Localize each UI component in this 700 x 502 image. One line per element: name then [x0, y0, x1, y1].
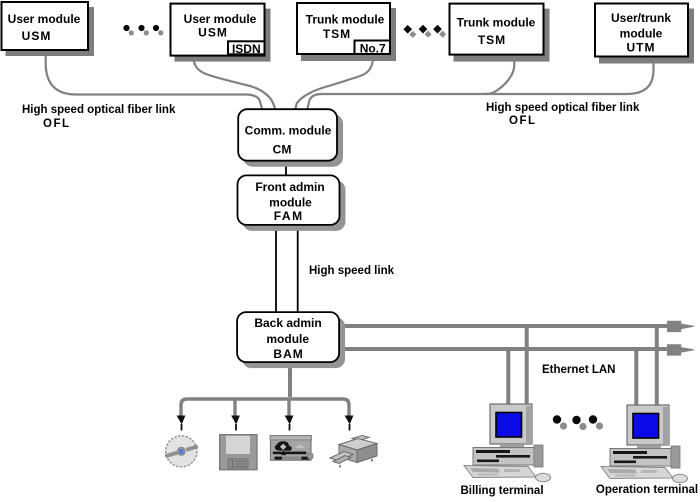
svg-text:High speed link: High speed link	[309, 265, 395, 277]
svg-text:TSM: TSM	[323, 27, 351, 41]
svg-text:High speed optical fiber link: High speed optical fiber link	[22, 104, 176, 116]
svg-text:No.7: No.7	[360, 42, 386, 56]
svg-text:module: module	[266, 332, 309, 346]
svg-text:USM: USM	[198, 26, 228, 40]
svg-text:module: module	[620, 27, 663, 41]
svg-text:UTM: UTM	[627, 41, 656, 55]
svg-text:Trunk module: Trunk module	[457, 16, 536, 30]
svg-text:Operation terminal: Operation terminal	[596, 484, 698, 496]
svg-text:OFL: OFL	[43, 118, 71, 130]
svg-text:User/trunk: User/trunk	[611, 11, 671, 25]
svg-text:BAM: BAM	[273, 347, 303, 361]
svg-text:High speed optical fiber link: High speed optical fiber link	[486, 102, 640, 114]
svg-text:Back admin: Back admin	[254, 316, 321, 330]
svg-text:Comm. module: Comm. module	[245, 124, 332, 138]
svg-text:module: module	[269, 196, 312, 210]
svg-text:User module: User module	[8, 12, 81, 26]
svg-text:ISDN: ISDN	[232, 42, 261, 56]
svg-text:Trunk module: Trunk module	[306, 13, 385, 27]
svg-text:USM: USM	[22, 29, 52, 43]
svg-text:CM: CM	[273, 143, 292, 157]
svg-text:TSM: TSM	[478, 33, 506, 47]
svg-text:User module: User module	[184, 12, 257, 26]
svg-text:Ethernet LAN: Ethernet LAN	[542, 364, 615, 376]
svg-text:FAM: FAM	[274, 209, 304, 223]
svg-text:Front admin: Front admin	[255, 180, 324, 194]
svg-text:OFL: OFL	[509, 115, 537, 127]
svg-text:Billing terminal: Billing terminal	[460, 485, 543, 497]
